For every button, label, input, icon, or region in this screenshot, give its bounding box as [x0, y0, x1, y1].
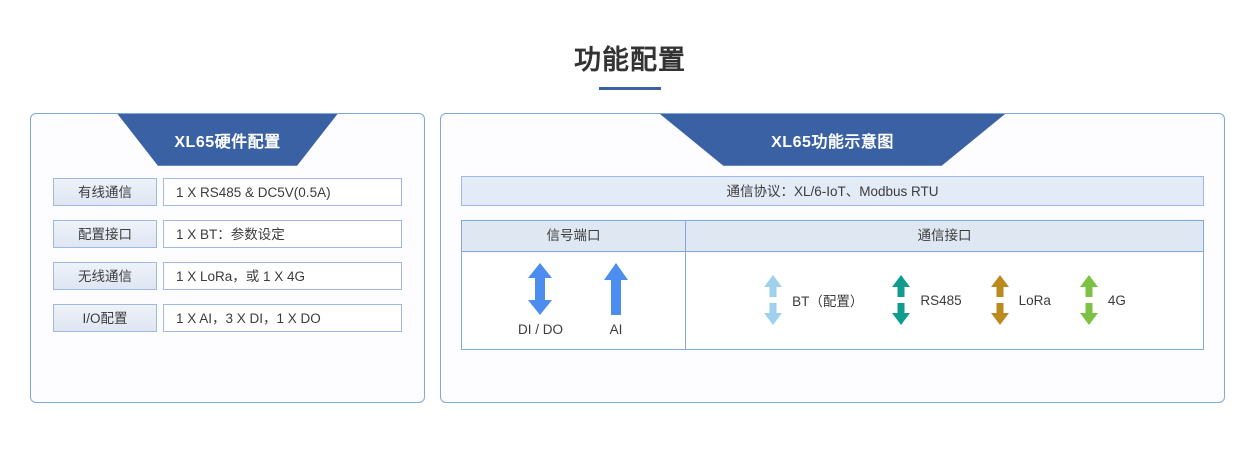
- io-table: 信号端口 通信接口 DI / DO: [461, 219, 1204, 350]
- comm-interface-rs485: RS485: [891, 275, 962, 326]
- spec-value-wired-communication: 1 X RS485 & DC5V(0.5A): [163, 177, 402, 206]
- io-table-body-row: DI / DO AI: [462, 251, 1203, 349]
- comm-interface-4g-label: 4G: [1107, 292, 1126, 308]
- table-row: 无线通信 1 X LoRa，或 1 X 4G: [53, 261, 402, 290]
- hardware-config-panel: XL65硬件配置 有线通信 1 X RS485 & DC5V(0.5A) 配置接…: [30, 112, 425, 403]
- function-diagram-banner: XL65功能示意图: [441, 113, 1224, 166]
- hardware-config-banner-title: XL65硬件配置: [174, 133, 281, 151]
- protocol-bar: 通信协议：XL/6-IoT、Modbus RTU: [461, 175, 1204, 206]
- page-header: 功能配置: [0, 0, 1260, 90]
- comm-interfaces-cell: BT（配置） RS485: [686, 252, 1203, 349]
- split-double-arrow-icon: [891, 275, 911, 326]
- page-title: 功能配置: [574, 45, 686, 75]
- column-header-signal-ports: 信号端口: [462, 220, 686, 251]
- spec-label-io-config: I/O配置: [53, 303, 157, 332]
- function-diagram-banner-title: XL65功能示意图: [771, 133, 894, 151]
- column-header-comm-interfaces: 通信接口: [917, 227, 972, 243]
- signal-port-ai: AI: [603, 263, 629, 337]
- banner-trapezoid-shape: [117, 113, 338, 166]
- hardware-config-banner: XL65硬件配置: [31, 113, 424, 166]
- panels-container: XL65硬件配置 有线通信 1 X RS485 & DC5V(0.5A) 配置接…: [0, 112, 1260, 403]
- spec-label-wireless-communication: 无线通信: [53, 261, 157, 290]
- split-double-arrow-icon: [990, 275, 1010, 326]
- hardware-spec-list: 有线通信 1 X RS485 & DC5V(0.5A) 配置接口 1 X BT：…: [31, 166, 424, 332]
- function-diagram-panel: XL65功能示意图 通信协议：XL/6-IoT、Modbus RTU 信号端口 …: [440, 112, 1225, 403]
- spec-value-wireless-communication: 1 X LoRa，或 1 X 4G: [163, 261, 402, 290]
- table-row: 有线通信 1 X RS485 & DC5V(0.5A): [53, 177, 402, 206]
- spec-value-io-config: 1 X AI，3 X DI，1 X DO: [163, 303, 402, 332]
- signal-port-di-do: DI / DO: [518, 263, 563, 337]
- comm-interface-lora-label: LoRa: [1018, 292, 1051, 308]
- spec-label-wired-communication: 有线通信: [53, 177, 157, 206]
- up-arrow-icon: [603, 263, 629, 316]
- comm-interface-rs485-label: RS485: [920, 292, 962, 308]
- signal-port-ai-label: AI: [609, 322, 623, 338]
- split-double-arrow-icon: [763, 275, 783, 326]
- comm-interface-bt-label: BT（配置）: [792, 294, 864, 310]
- table-row: I/O配置 1 X AI，3 X DI，1 X DO: [53, 303, 402, 332]
- spec-label-config-interface: 配置接口: [53, 219, 157, 248]
- io-table-header-row: 信号端口 通信接口: [462, 220, 1203, 252]
- double-arrow-icon: [527, 263, 553, 316]
- split-double-arrow-icon: [1079, 275, 1099, 326]
- title-underline: [599, 86, 661, 90]
- signal-port-di-do-label: DI / DO: [517, 322, 563, 338]
- table-row: 配置接口 1 X BT：参数设定: [53, 219, 402, 248]
- comm-interface-4g: 4G: [1079, 275, 1126, 326]
- comm-interface-lora: LoRa: [990, 275, 1051, 326]
- function-diagram-body: 通信协议：XL/6-IoT、Modbus RTU 信号端口 通信接口: [441, 166, 1224, 350]
- spec-value-config-interface: 1 X BT：参数设定: [163, 219, 402, 248]
- comm-interface-bt: BT（配置）: [763, 275, 864, 326]
- banner-trapezoid-shape: [659, 113, 1006, 166]
- signal-ports-cell: DI / DO AI: [462, 251, 686, 349]
